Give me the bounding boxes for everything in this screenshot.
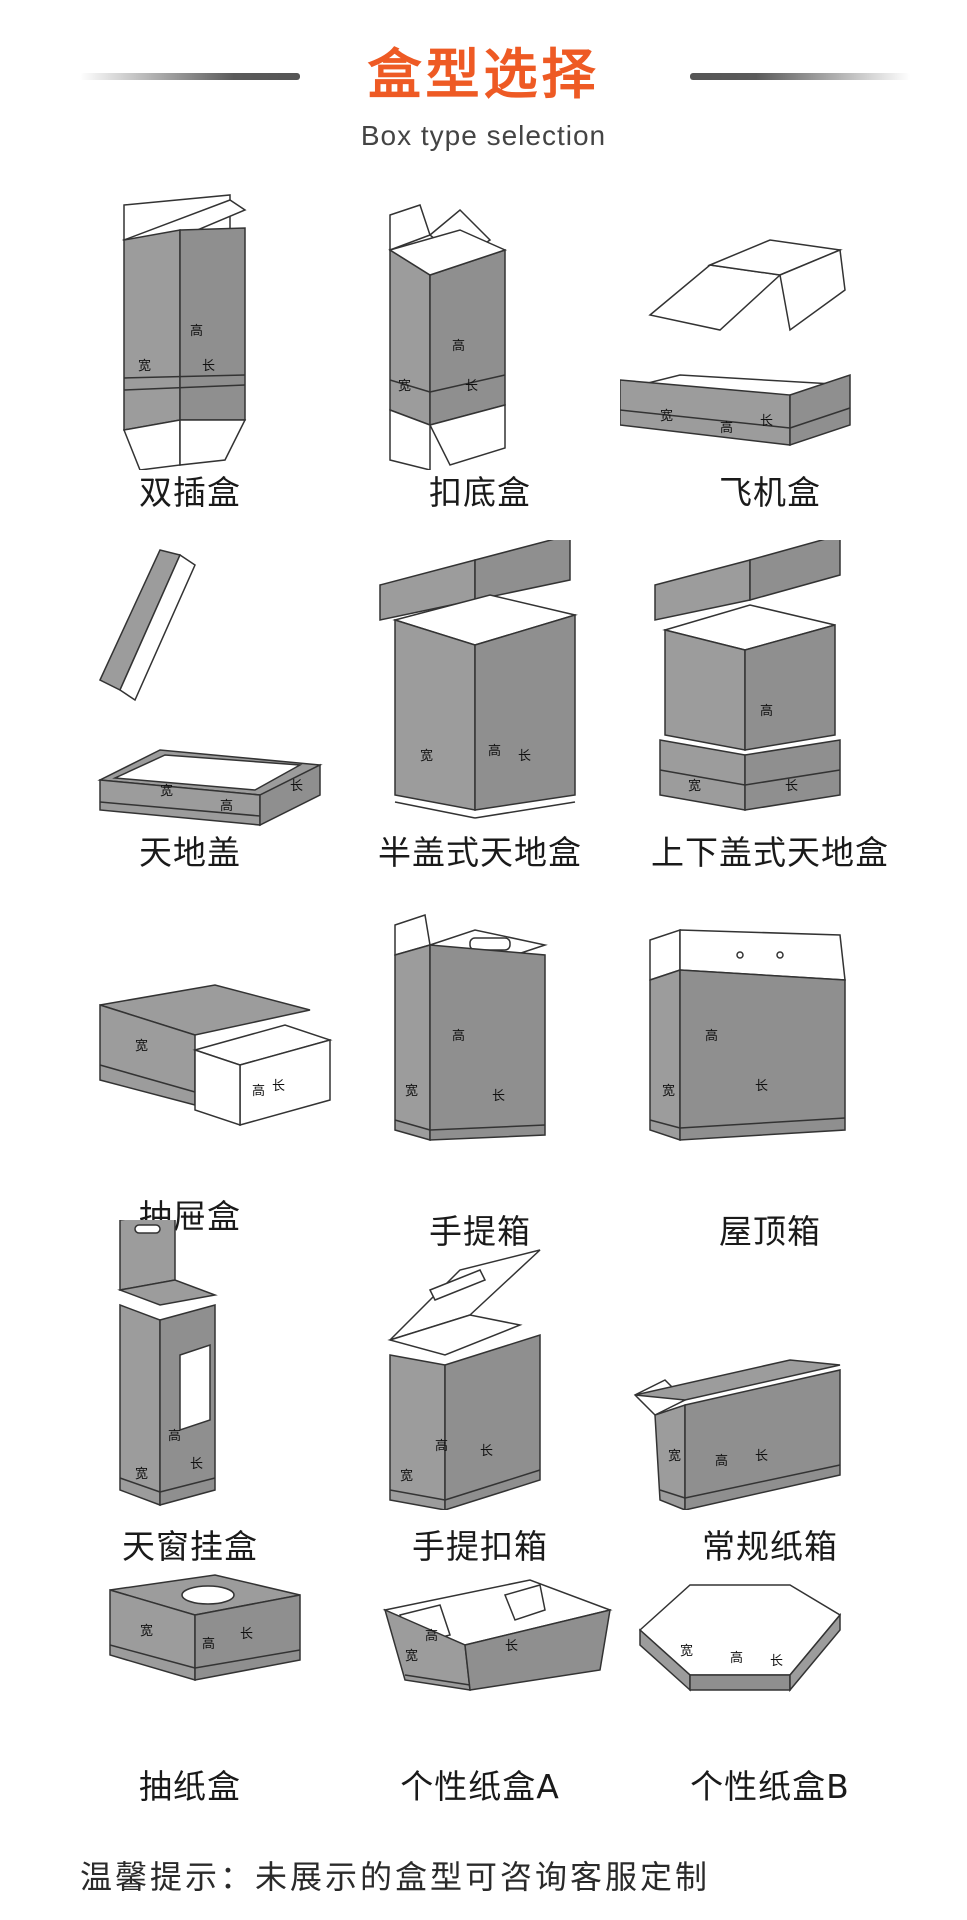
dim-length: 长 — [492, 1089, 505, 1104]
dim-width: 宽 — [400, 1468, 413, 1484]
dim-width: 宽 — [660, 408, 673, 424]
box-item-custom-a[interactable]: 高 宽 长 个性纸盒A — [330, 1560, 630, 1900]
custom-box-b-icon: 宽 高 长 — [638, 1584, 842, 1693]
dim-width: 宽 — [662, 1083, 675, 1099]
header: 盒型选择 Box type selection — [0, 0, 967, 170]
box-label: 双插盒 — [139, 473, 241, 512]
dim-length: 长 — [755, 1079, 768, 1094]
box-label: 天地盖 — [139, 833, 241, 872]
box-item-roof[interactable]: 高 宽 长 屋顶箱 — [620, 900, 920, 1251]
box-item-lid-base[interactable]: 宽 高 长 天地盖 — [40, 540, 340, 880]
page-subtitle: Box type selection — [360, 120, 607, 151]
dim-length: 长 — [480, 1444, 493, 1459]
custom-box-a-icon: 高 宽 长 — [382, 1579, 613, 1691]
drawer-box-icon: 宽 高 长 — [99, 984, 333, 1127]
dim-length: 长 — [240, 1627, 253, 1642]
dim-height: 高 — [425, 1628, 438, 1644]
regular-carton-icon: 宽 高 长 — [633, 1359, 841, 1510]
box-item-handle-carton[interactable]: 高 宽 长 手提箱 — [330, 900, 630, 1251]
box-item-handle-lock[interactable]: 高 宽 长 手提扣箱 — [330, 1220, 630, 1566]
tuck-end-box-icon: 高 宽 长 — [121, 194, 247, 470]
top-bottom-lid-box-icon: 高 宽 长 — [654, 540, 841, 811]
handle-carton-icon: 高 宽 长 — [394, 914, 548, 1141]
dim-length: 长 — [465, 379, 478, 394]
dim-width: 宽 — [688, 778, 701, 794]
page-title: 盒型选择 — [367, 43, 600, 106]
dim-width: 宽 — [405, 1648, 418, 1664]
tissue-box-icon: 宽 高 长 — [109, 1574, 301, 1682]
footer-note: 温馨提示：未展示的盒型可咨询客服定制 — [80, 1858, 711, 1896]
dim-width: 宽 — [405, 1083, 418, 1099]
box-label: 个性纸盒B — [690, 1767, 850, 1806]
box-item-mailer[interactable]: 宽 高 长 飞机盒 — [620, 180, 920, 520]
box-item-lock-bottom[interactable]: 高 宽 长 扣底盒 — [330, 180, 630, 520]
dim-width: 宽 — [160, 783, 173, 799]
dim-length: 长 — [785, 779, 798, 794]
dim-length: 长 — [190, 1457, 203, 1472]
dim-length: 长 — [518, 749, 531, 764]
dim-width: 宽 — [140, 1623, 153, 1639]
half-lid-box-icon: 宽 高 长 — [379, 540, 578, 819]
box-label: 扣底盒 — [429, 473, 531, 512]
dim-width: 宽 — [398, 378, 411, 394]
dim-height: 高 — [705, 1028, 718, 1044]
dim-height: 高 — [202, 1636, 215, 1652]
dim-height: 高 — [220, 798, 233, 814]
dim-width: 宽 — [135, 1466, 148, 1482]
dim-length: 长 — [290, 779, 303, 794]
box-label: 手提箱 — [429, 1212, 531, 1251]
dim-height: 高 — [488, 743, 501, 759]
dim-height: 高 — [715, 1453, 728, 1469]
header-rule-right — [690, 73, 910, 80]
box-item-drawer[interactable]: 宽 高 长 抽屉盒 — [40, 900, 340, 1240]
roof-box-icon: 高 宽 长 — [649, 928, 846, 1142]
box-item-window-hang[interactable]: 高 宽 长 天窗挂盒 — [40, 1220, 340, 1566]
box-label: 上下盖式天地盒 — [651, 833, 889, 872]
box-item-top-bottom-lid[interactable]: 高 宽 长 上下盖式天地盒 — [620, 540, 920, 880]
dim-width: 宽 — [135, 1038, 148, 1054]
box-item-tissue[interactable]: 宽 高 长 抽纸盒 — [40, 1560, 340, 1900]
dim-length: 长 — [505, 1639, 518, 1654]
dim-height: 高 — [720, 420, 733, 436]
lid-and-base-box-icon: 宽 高 长 — [97, 549, 323, 827]
dim-height: 高 — [730, 1650, 743, 1666]
dim-height: 高 — [452, 338, 465, 354]
dim-width: 宽 — [138, 358, 151, 374]
dim-width: 宽 — [420, 748, 433, 764]
box-item-tuck-end[interactable]: 高 宽 长 双插盒 — [40, 180, 340, 520]
box-label: 抽纸盒 — [139, 1767, 241, 1806]
dim-width: 宽 — [668, 1448, 681, 1464]
dim-height: 高 — [760, 703, 773, 719]
dim-width: 宽 — [680, 1643, 693, 1659]
dim-height: 高 — [190, 323, 203, 339]
dim-height: 高 — [435, 1438, 448, 1454]
box-label: 天窗挂盒 — [122, 1527, 258, 1566]
dim-length: 长 — [202, 359, 215, 374]
dim-length: 长 — [770, 1654, 783, 1669]
box-label: 常规纸箱 — [702, 1527, 838, 1566]
header-rule-left — [80, 73, 300, 80]
handle-lock-box-icon: 高 宽 长 — [387, 1249, 541, 1510]
dim-length: 长 — [755, 1449, 768, 1464]
box-item-custom-b[interactable]: 宽 高 长 个性纸盒B — [620, 1560, 920, 1900]
dim-length: 长 — [272, 1079, 285, 1094]
box-label: 半盖式天地盒 — [378, 833, 582, 872]
dim-height: 高 — [252, 1083, 265, 1099]
mailer-box-icon: 宽 高 长 — [620, 239, 851, 447]
lock-bottom-box-icon: 高 宽 长 — [388, 204, 508, 470]
box-label: 个性纸盒A — [400, 1767, 560, 1806]
window-hang-box-icon: 高 宽 长 — [117, 1220, 218, 1507]
dim-height: 高 — [168, 1428, 181, 1444]
dim-length: 长 — [760, 414, 773, 429]
box-item-half-lid[interactable]: 宽 高 长 半盖式天地盒 — [330, 540, 630, 880]
dim-height: 高 — [452, 1028, 465, 1044]
box-item-regular-carton[interactable]: 宽 高 长 常规纸箱 — [620, 1220, 920, 1566]
box-label: 屋顶箱 — [719, 1212, 821, 1251]
box-label: 飞机盒 — [719, 473, 821, 512]
box-label: 手提扣箱 — [412, 1527, 548, 1566]
